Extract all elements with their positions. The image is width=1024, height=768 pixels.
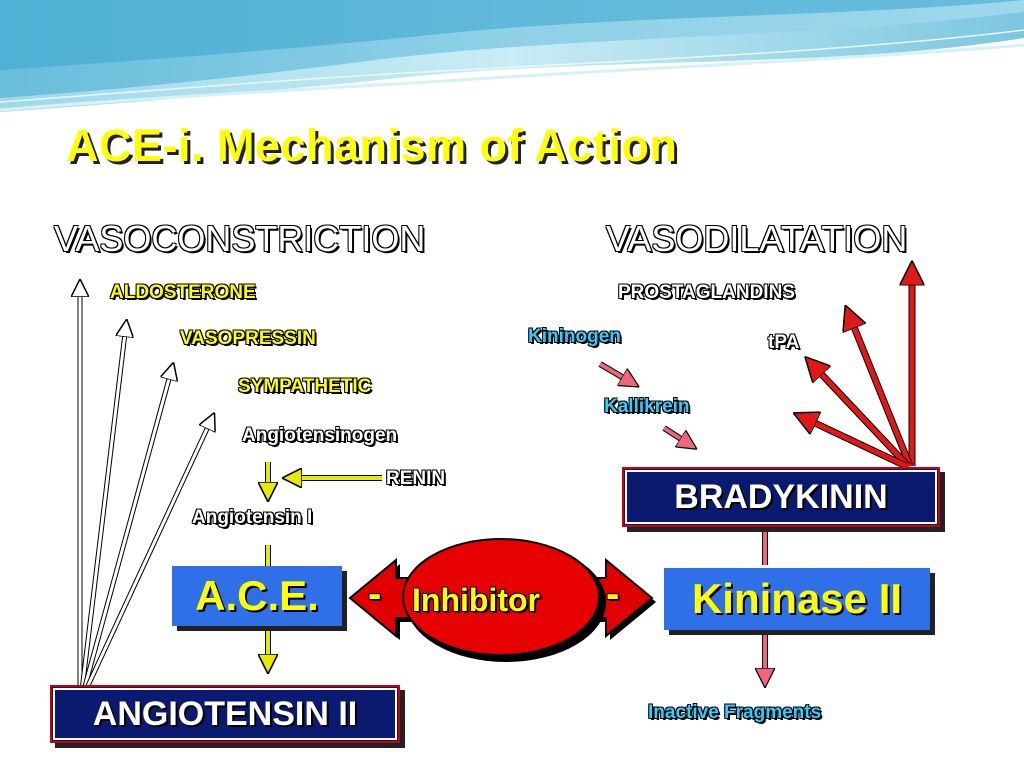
label-inactive-fragments: Inactive Fragments: [648, 702, 822, 723]
minus-left: -: [368, 572, 382, 616]
ace-box: A.C.E.: [172, 566, 342, 626]
label-kininogen: Kininogen: [528, 326, 621, 347]
label-aldosterone: ALDOSTERONE: [110, 282, 256, 303]
kininase-box: Kininase II: [664, 568, 930, 630]
angiotensin-ii-box: ANGIOTENSIN II: [50, 685, 400, 743]
renin-pathway-arrows: [268, 462, 382, 668]
vasodilatation-arrows: [800, 268, 912, 470]
label-angiotensinogen: Angiotensinogen: [242, 425, 398, 446]
label-vasopressin: VASOPRESSIN: [180, 328, 316, 349]
kinin-pathway-arrows: [598, 361, 765, 682]
label-sympathetic: SYMPATHETIC: [238, 376, 372, 397]
label-tpa: tPA: [768, 332, 800, 353]
label-kallikrein: Kallikrein: [604, 396, 690, 417]
bradykinin-box: BRADYKININ: [622, 467, 940, 527]
vasoconstriction-arrows: [80, 285, 212, 693]
inhibitor-shape: [348, 538, 656, 662]
label-angiotensin-i: Angiotensin I: [192, 507, 313, 528]
page-title: ACE-i. Mechanism of Action: [66, 120, 678, 171]
minus-right: -: [606, 572, 620, 616]
label-renin: RENIN: [386, 468, 446, 489]
vasodilatation-heading: VASODILATATION: [606, 218, 908, 259]
label-prostaglandins: PROSTAGLANDINS: [618, 282, 795, 303]
vasoconstriction-heading: VASOCONSTRICTION: [54, 218, 426, 259]
label-inhibitor: Inhibitor: [412, 582, 540, 618]
